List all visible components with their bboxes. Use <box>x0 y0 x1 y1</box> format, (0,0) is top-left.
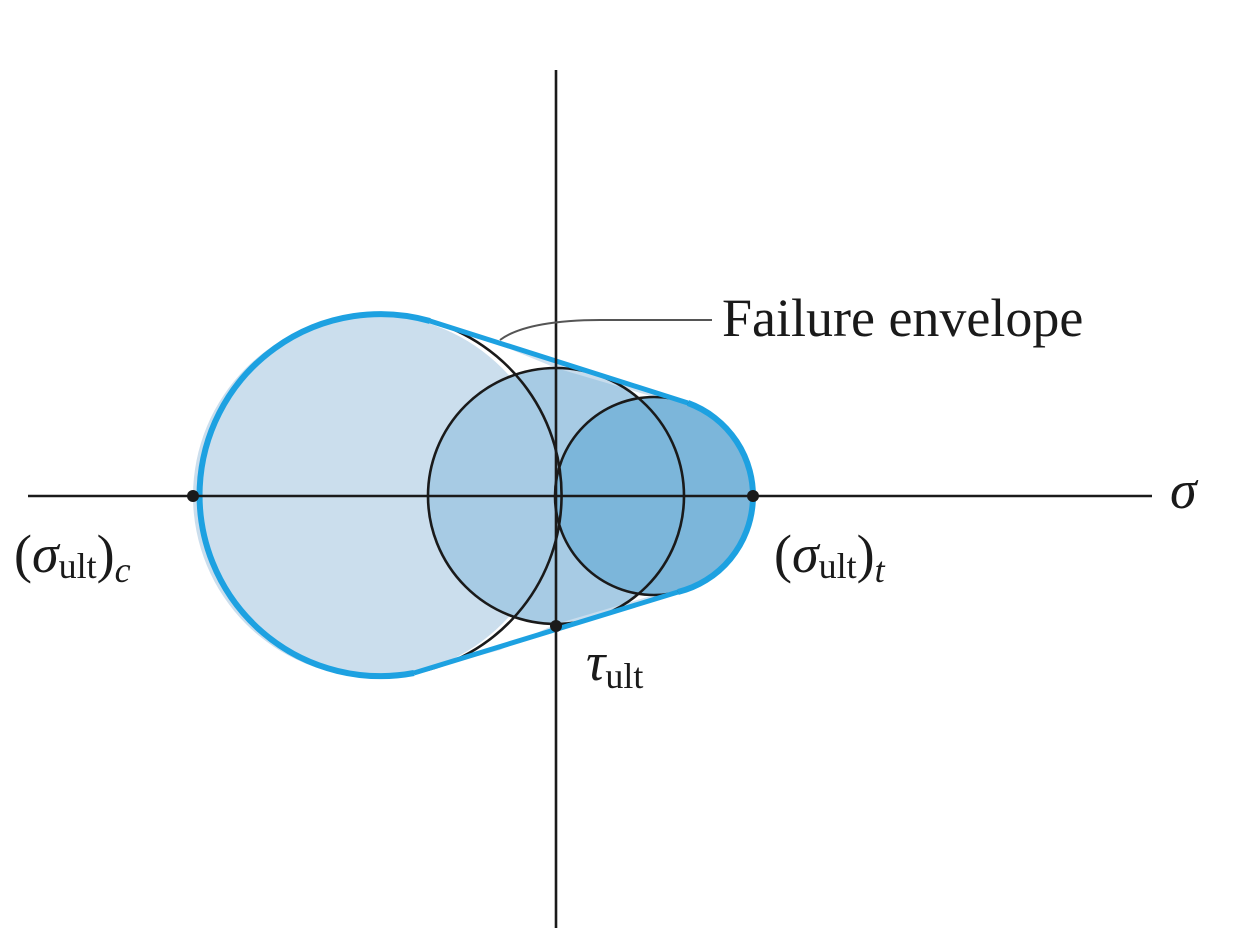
tensile-ultimate-point <box>747 490 759 502</box>
compressive-paren-close: ) <box>97 524 115 584</box>
compressive-paren-open: ( <box>14 524 32 584</box>
tensile-paren-open: ( <box>774 524 792 584</box>
tensile-paren-close: ) <box>857 524 875 584</box>
compressive-c-subscript: c <box>115 550 131 590</box>
failure-envelope-leader-line <box>499 319 712 341</box>
tensile-ult-subscript: ult <box>819 546 857 586</box>
tensile-t-subscript: t <box>875 550 886 590</box>
tensile-ultimate-label: (σult)t <box>774 524 886 590</box>
tau-symbol: τ <box>586 632 607 692</box>
failure-envelope-upper-tangent <box>429 318 689 406</box>
compressive-sigma-symbol: σ <box>32 524 61 584</box>
tensile-sigma-symbol: σ <box>792 524 821 584</box>
sigma-axis-label: σ <box>1170 460 1199 520</box>
shear-ultimate-point <box>550 620 562 632</box>
large-circle-inner-arc <box>413 319 563 675</box>
compressive-ultimate-point <box>187 490 199 502</box>
shear-ultimate-label: τult <box>586 632 643 696</box>
failure-envelope-left-arc <box>196 311 431 680</box>
compressive-ultimate-label: (σult)c <box>14 524 131 590</box>
compressive-ult-subscript: ult <box>59 546 97 586</box>
failure-envelope-lower-tangent <box>413 589 679 676</box>
failure-envelope-label: Failure envelope <box>722 288 1083 348</box>
shear-ult-subscript: ult <box>605 656 643 696</box>
